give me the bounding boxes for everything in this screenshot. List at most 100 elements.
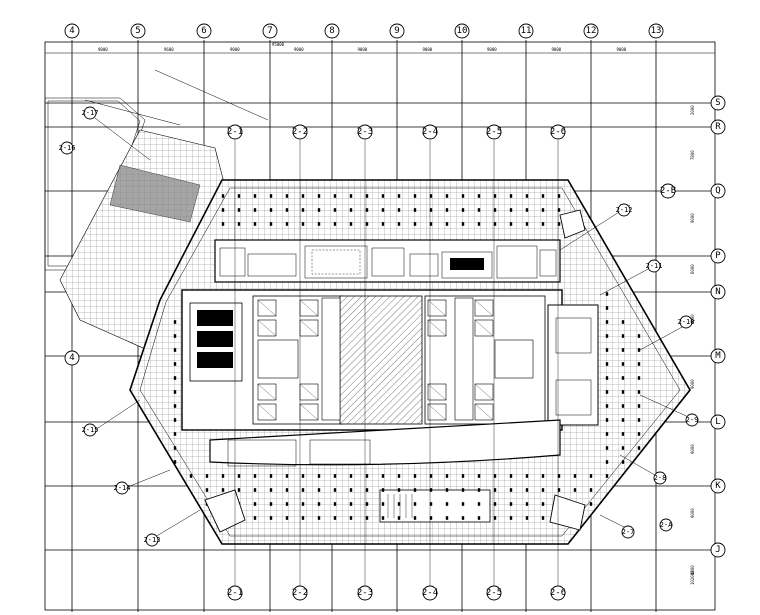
top-dim-4: 9000 — [358, 47, 368, 52]
outer-wall — [129, 179, 691, 545]
right-dim-2: 9000 — [690, 213, 695, 223]
right-axis-bubbles: S R Q P N M L K J — [710, 95, 726, 558]
svg-text:13: 13 — [651, 26, 662, 36]
sub-axis-bottom-2-5: 2-5 — [486, 585, 502, 601]
top-dim-0: 9000 — [98, 47, 108, 52]
top-dim-8: 9000 — [617, 47, 627, 52]
right-dim-4: 6000 — [690, 314, 695, 324]
svg-text:2-1: 2-1 — [227, 588, 243, 598]
axis-bubble-8: 8 — [324, 23, 340, 39]
elevator-cars — [257, 299, 494, 421]
top-dim-2: 9000 — [230, 47, 240, 52]
axis-bubble-P: P — [710, 248, 726, 264]
diag-tag-2-12: 2-12 — [616, 203, 633, 217]
sub-axis-bottom-2-6: 2-6 — [550, 585, 566, 601]
axis-bubble-S: S — [710, 95, 726, 111]
axis-bubble-2b: 2-B — [660, 183, 676, 199]
sub-axis-top-2-2: 2-2 — [292, 124, 308, 140]
diag-tag-2-8: 2-8 — [653, 471, 667, 485]
svg-text:Q: Q — [715, 186, 720, 196]
axis-bubble-Q: Q — [710, 183, 726, 199]
svg-text:8: 8 — [329, 26, 334, 36]
entrance-pod-se — [549, 494, 586, 531]
svg-text:2-4: 2-4 — [422, 588, 438, 598]
svg-text:4: 4 — [69, 353, 74, 363]
axis-bubble-4: 4 — [64, 23, 80, 39]
axis-bubble-10: 10 — [454, 23, 470, 39]
diag-tag-2-16: 2-16 — [59, 141, 76, 155]
top-dim-6: 9000 — [487, 47, 497, 52]
svg-text:2-5: 2-5 — [486, 127, 502, 137]
curved-corridor — [209, 419, 561, 466]
axis-bubble-J: J — [710, 542, 726, 558]
top-dim-7: 9000 — [552, 47, 562, 52]
svg-text:2-17: 2-17 — [82, 109, 99, 117]
top-dim-5: 9000 — [423, 47, 433, 52]
svg-text:2-2: 2-2 — [292, 127, 308, 137]
axis-bubble-N: N — [710, 284, 726, 300]
svg-text:2-14: 2-14 — [114, 484, 131, 492]
drawing-frame — [44, 41, 716, 611]
axis-bubble-R: R — [710, 119, 726, 135]
svg-text:2-7: 2-7 — [622, 528, 635, 536]
axis-bubble-M: M — [710, 348, 726, 364]
hatched-shaft-area — [339, 295, 423, 425]
diag-tag-2-7: 2-7 — [621, 525, 635, 539]
sub-axis-bottom-2-4: 2-4 — [422, 585, 438, 601]
sub-axis-bottom-bubbles: 2-1 2-2 2-3 2-4 2-5 2-6 — [227, 585, 566, 601]
top-dim-1: 9600 — [164, 47, 174, 52]
top-axis-bubbles: 4 5 6 7 8 9 10 11 12 13 — [64, 23, 664, 39]
svg-text:2-10: 2-10 — [678, 318, 695, 326]
sub-axis-top-2-6: 2-6 — [550, 124, 566, 140]
axis-bubble-4-left: 4 — [64, 350, 80, 366]
svg-text:L: L — [715, 417, 720, 427]
right-dim-7: 9000 — [690, 508, 695, 518]
svg-text:2-9: 2-9 — [686, 416, 699, 424]
svg-text:N: N — [715, 287, 720, 297]
top-dim-3: 9000 — [294, 47, 304, 52]
sub-axis-bottom-2-3: 2-3 — [357, 585, 373, 601]
diag-tag-2-10: 2-10 — [678, 315, 695, 329]
sub-axis-bottom-2-1: 2-1 — [227, 585, 243, 601]
svg-text:2-6: 2-6 — [550, 127, 566, 137]
svg-text:2-12: 2-12 — [616, 206, 633, 214]
right-service-block — [547, 304, 599, 426]
right-dim-3: 6000 — [690, 264, 695, 274]
svg-text:2-5: 2-5 — [486, 588, 502, 598]
svg-text:12: 12 — [586, 26, 597, 36]
right-dim-0: 2000 — [690, 105, 695, 115]
axis-bubble-9: 9 — [389, 23, 405, 39]
axis-bubble-K: K — [710, 478, 726, 494]
diag-tag-2-A: 2-A — [659, 518, 673, 532]
axis-bubble-5: 5 — [130, 23, 146, 39]
sub-axis-top-2-4: 2-4 — [422, 124, 438, 140]
upper-service-rooms — [219, 245, 557, 279]
sub-axis-top-2-1: 2-1 — [227, 124, 243, 140]
total-dimension-top: 95000 — [272, 42, 285, 47]
svg-text:2-16: 2-16 — [59, 144, 76, 152]
entrance-pod-ne — [559, 209, 586, 239]
diag-tag-2-9: 2-9 — [685, 413, 699, 427]
svg-text:2-2: 2-2 — [292, 588, 308, 598]
svg-text:K: K — [715, 481, 721, 491]
svg-text:2-B: 2-B — [660, 186, 676, 196]
total-dimension-right: 102000 — [690, 570, 695, 585]
axis-bubble-6: 6 — [196, 23, 212, 39]
svg-text:11: 11 — [521, 26, 532, 36]
diag-tag-2-17: 2-17 — [82, 106, 99, 120]
axis-bubble-7: 7 — [262, 23, 278, 39]
svg-text:R: R — [715, 122, 721, 132]
svg-text:2-15: 2-15 — [82, 426, 99, 434]
svg-text:2-6: 2-6 — [550, 588, 566, 598]
sub-axis-top-2-3: 2-3 — [357, 124, 373, 140]
diag-tag-2-14: 2-14 — [114, 481, 131, 495]
svg-text:2-A: 2-A — [660, 521, 673, 529]
axis-bubble-11: 11 — [518, 23, 534, 39]
svg-text:J: J — [715, 545, 720, 555]
svg-text:M: M — [715, 351, 721, 361]
axis-bubble-13: 13 — [648, 23, 664, 39]
sub-axis-top-bubbles: 2-1 2-2 2-3 2-4 2-5 2-6 — [227, 124, 566, 586]
